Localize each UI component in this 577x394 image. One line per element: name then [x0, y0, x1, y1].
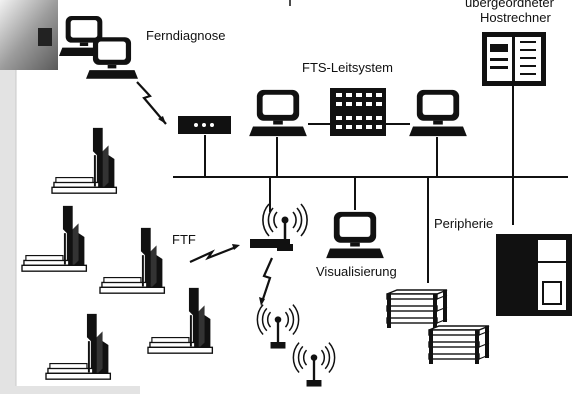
- agv-vehicle-group: [21, 126, 214, 381]
- server-rack-icon: [330, 88, 386, 136]
- agv-vehicle-icon: [99, 226, 166, 295]
- label-ftf: FTF: [172, 232, 196, 247]
- computer-monitor-icon: [409, 89, 467, 137]
- label-hostrechner: Hostrechner: [480, 10, 551, 25]
- network-cabling: [173, 86, 568, 283]
- control-cabinet-icon: [496, 234, 572, 316]
- modem-icon: [178, 116, 231, 134]
- wireless-link-icon: [260, 257, 274, 303]
- photo-frame: [0, 0, 291, 394]
- access-point-base: [250, 239, 290, 248]
- agv-vehicle-icon: [21, 204, 88, 273]
- host-cabinet-icon: [482, 32, 546, 86]
- wireless-link-icon: [136, 81, 167, 125]
- agv-vehicle-icon: [45, 312, 112, 381]
- label-fts-leitsystem: FTS-Leitsystem: [302, 60, 393, 75]
- radio-antenna-icon: [292, 341, 336, 388]
- computer-monitor-icon: [326, 211, 384, 259]
- computer-monitor-icon: [86, 37, 138, 79]
- agv-vehicle-icon: [147, 286, 214, 355]
- computer-monitor-icon: [249, 89, 307, 137]
- label-ferndiagnose: Ferndiagnose: [146, 28, 226, 43]
- label-peripherie: Peripherie: [434, 216, 493, 231]
- label-hostrechner-top: übergeordneter: [465, 0, 555, 10]
- storage-shelf-icon: [386, 289, 448, 329]
- agv-vehicle-icon: [51, 126, 118, 195]
- label-visualisierung: Visualisierung: [316, 264, 397, 279]
- radio-antenna-icon: [256, 303, 300, 350]
- wireless-link-icon: [189, 245, 237, 264]
- remote-diagnosis-workstations: [59, 16, 138, 79]
- storage-shelf-icon: [428, 325, 490, 365]
